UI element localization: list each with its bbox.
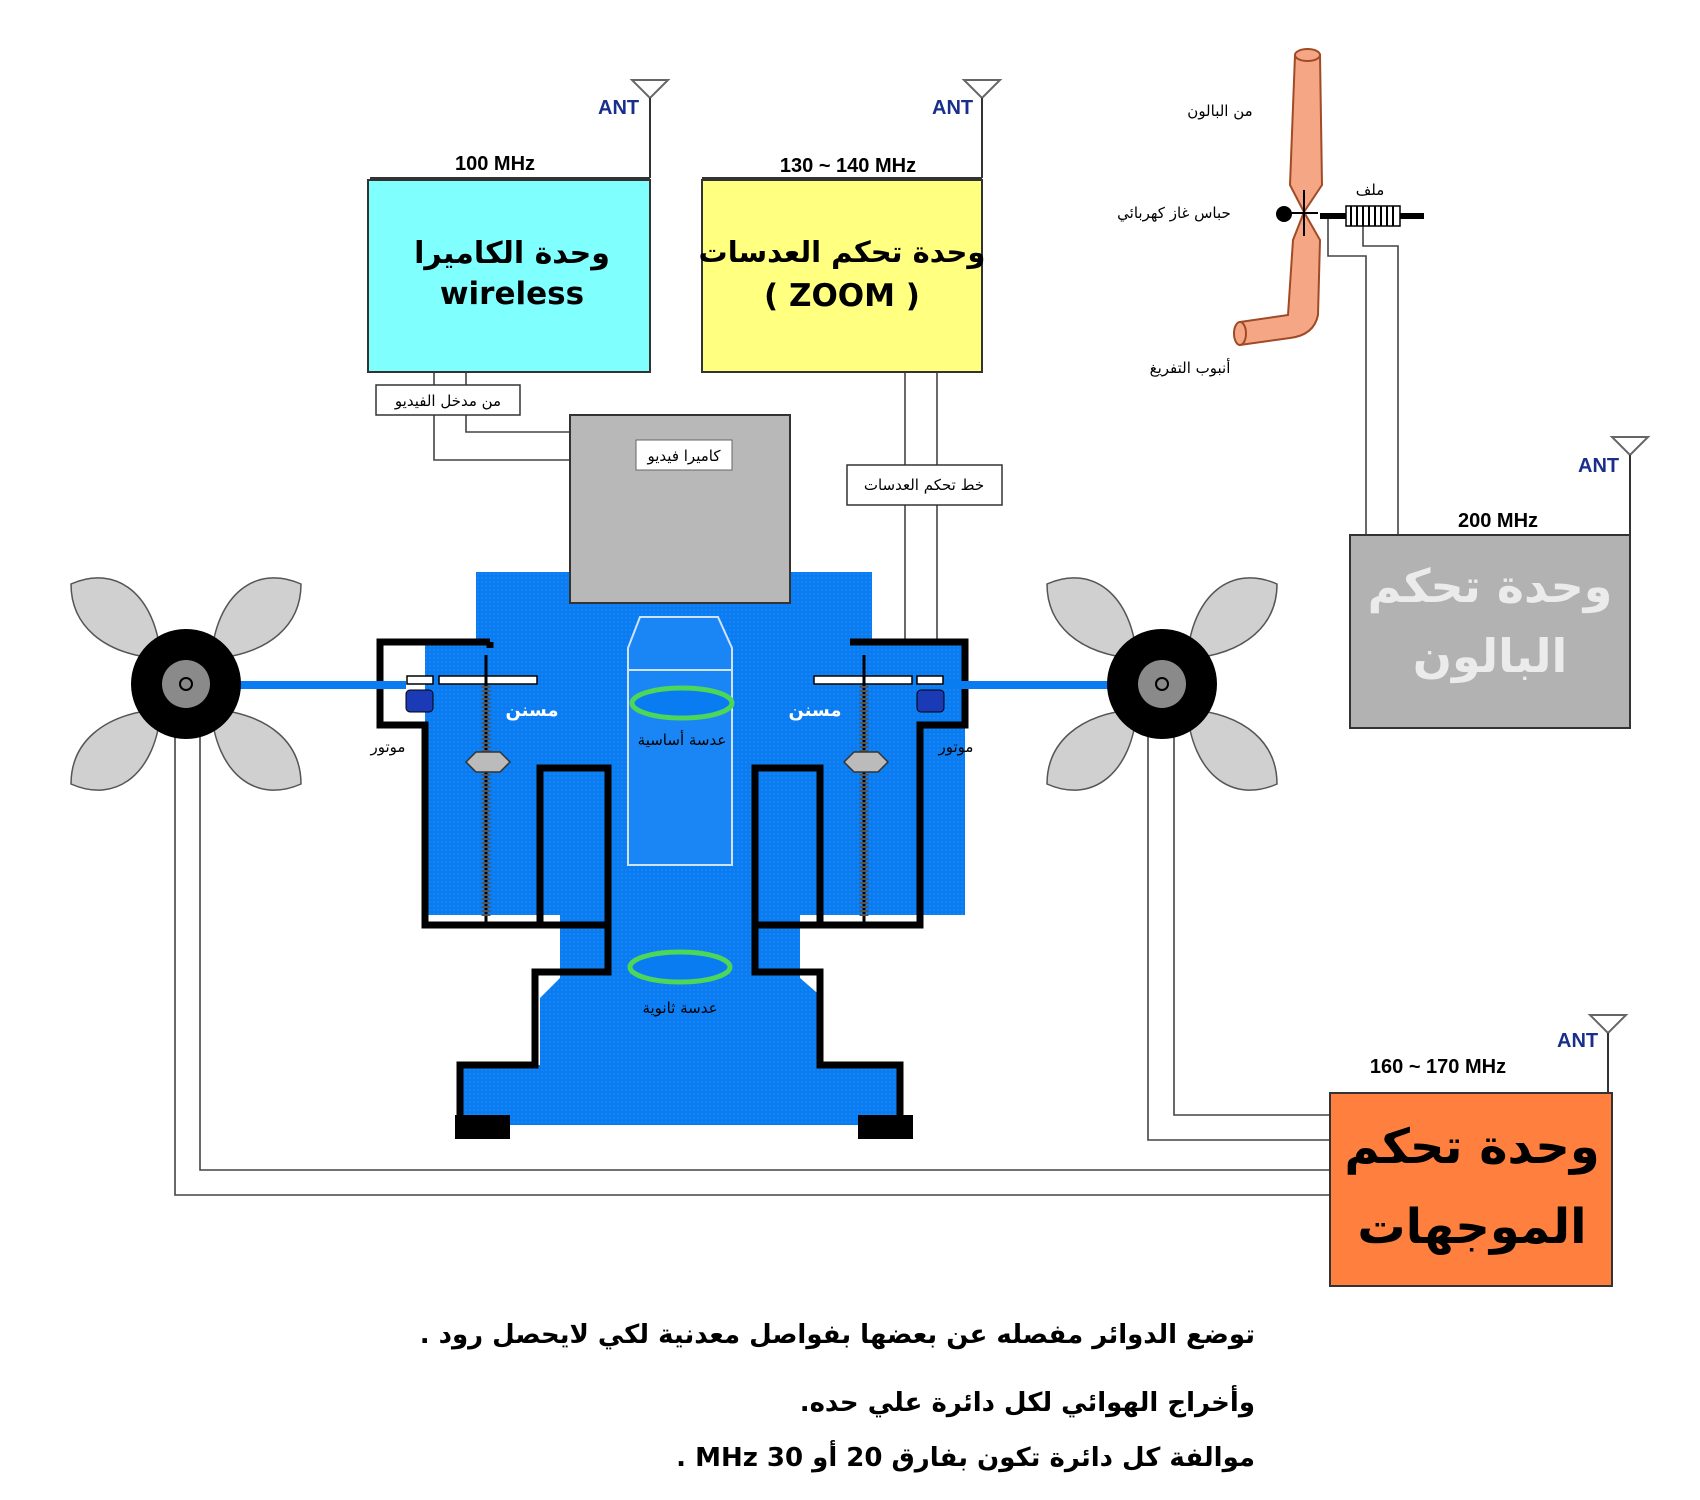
ant-label: ANT: [1557, 1030, 1598, 1052]
balloon-unit-freq: 200 MHz: [1458, 510, 1538, 532]
camera-unit-subtitle: wireless: [440, 276, 584, 312]
exhaust-pipe-label: أنبوب التفريغ: [1150, 358, 1231, 377]
antenna-zoom: ANT: [702, 79, 1001, 179]
video-input-text: من مدخل الفيديو: [394, 392, 501, 410]
camera-unit-title: وحدة الكاميرا: [414, 236, 610, 271]
note-line-1: توضع الدوائر مفصله عن بعضها بفواصل معدني…: [419, 1320, 1255, 1350]
balloon-unit: 200 MHz وحدة تحكم البالون: [1349, 510, 1631, 729]
thruster-unit-freq: 160 ~ 170 MHz: [1370, 1056, 1506, 1078]
note-line-2: وأخراج الهوائي لكل دائرة علي حده.: [799, 1388, 1255, 1418]
motor-right-label: موتور: [938, 738, 974, 756]
lens-control-line-label: خط تحكم العدسات: [846, 464, 1003, 506]
minus-sign: -: [1172, 717, 1177, 733]
zoom-unit-title: وحدة تحكم العدسات: [699, 235, 986, 269]
video-camera: كاميرا فيديو: [569, 414, 791, 604]
minus-sign: -: [171, 717, 176, 733]
from-balloon-label: من البالون: [1187, 102, 1252, 120]
ant-label: ANT: [932, 97, 973, 119]
plus-sign: +: [196, 717, 204, 733]
note-line-3: موالفة كل دائرة تكون بفارق 20 أو 30 MHz …: [676, 1443, 1255, 1473]
primary-lens-label: عدسة أساسية: [638, 730, 727, 749]
thruster-unit-title: وحدة تحكم: [1344, 1119, 1599, 1175]
zoom-unit: 130 ~ 140 MHz وحدة تحكم العدسات ( ZOOM ): [699, 155, 986, 373]
antenna-camera: ANT: [370, 79, 669, 179]
gear-right: مسنن: [788, 655, 945, 925]
lens-control-line-text: خط تحكم العدسات: [864, 476, 984, 494]
vehicle-body: عدسة أساسية عدسة ثانوية: [376, 572, 969, 1139]
antenna-thruster: ANT: [1557, 1014, 1627, 1093]
video-input-label: من مدخل الفيديو: [375, 384, 521, 416]
zoom-unit-subtitle: ( ZOOM ): [764, 278, 920, 314]
coil-label: ملف: [1356, 181, 1385, 199]
thruster-unit: 160 ~ 170 MHz وحدة تحكم الموجهات: [1329, 1056, 1613, 1287]
ant-label: ANT: [598, 97, 639, 119]
motor-left-label: موتور: [370, 738, 406, 756]
ant-label: ANT: [1578, 455, 1619, 477]
balloon-unit-subtitle: البالون: [1413, 629, 1567, 683]
left-fan-motor: - + موتور: [70, 576, 406, 792]
gear-left-label: مسنن: [505, 700, 558, 721]
gear-right-label: مسنن: [788, 700, 841, 721]
thruster-unit-subtitle: الموجهات: [1357, 1199, 1586, 1255]
zoom-unit-freq: 130 ~ 140 MHz: [780, 155, 916, 177]
balloon-unit-title: وحدة تحكم: [1368, 559, 1613, 613]
wiring: [174, 218, 1399, 1196]
secondary-lens-label: عدسة ثانوية: [642, 999, 717, 1017]
video-camera-text: كاميرا فيديو: [647, 447, 722, 465]
right-fan-motor: + - موتور: [938, 576, 1278, 792]
camera-unit-freq: 100 MHz: [455, 153, 535, 175]
balloon-gas-assembly: من البالون حباس غاز كهربائي ملف أنبوب ال…: [1117, 48, 1424, 377]
camera-unit: 100 MHz وحدة الكاميرا wireless: [367, 153, 651, 373]
gas-valve-label: حباس غاز كهربائي: [1117, 204, 1231, 223]
plus-sign: +: [1144, 717, 1152, 733]
gear-left: مسنن: [405, 655, 559, 925]
